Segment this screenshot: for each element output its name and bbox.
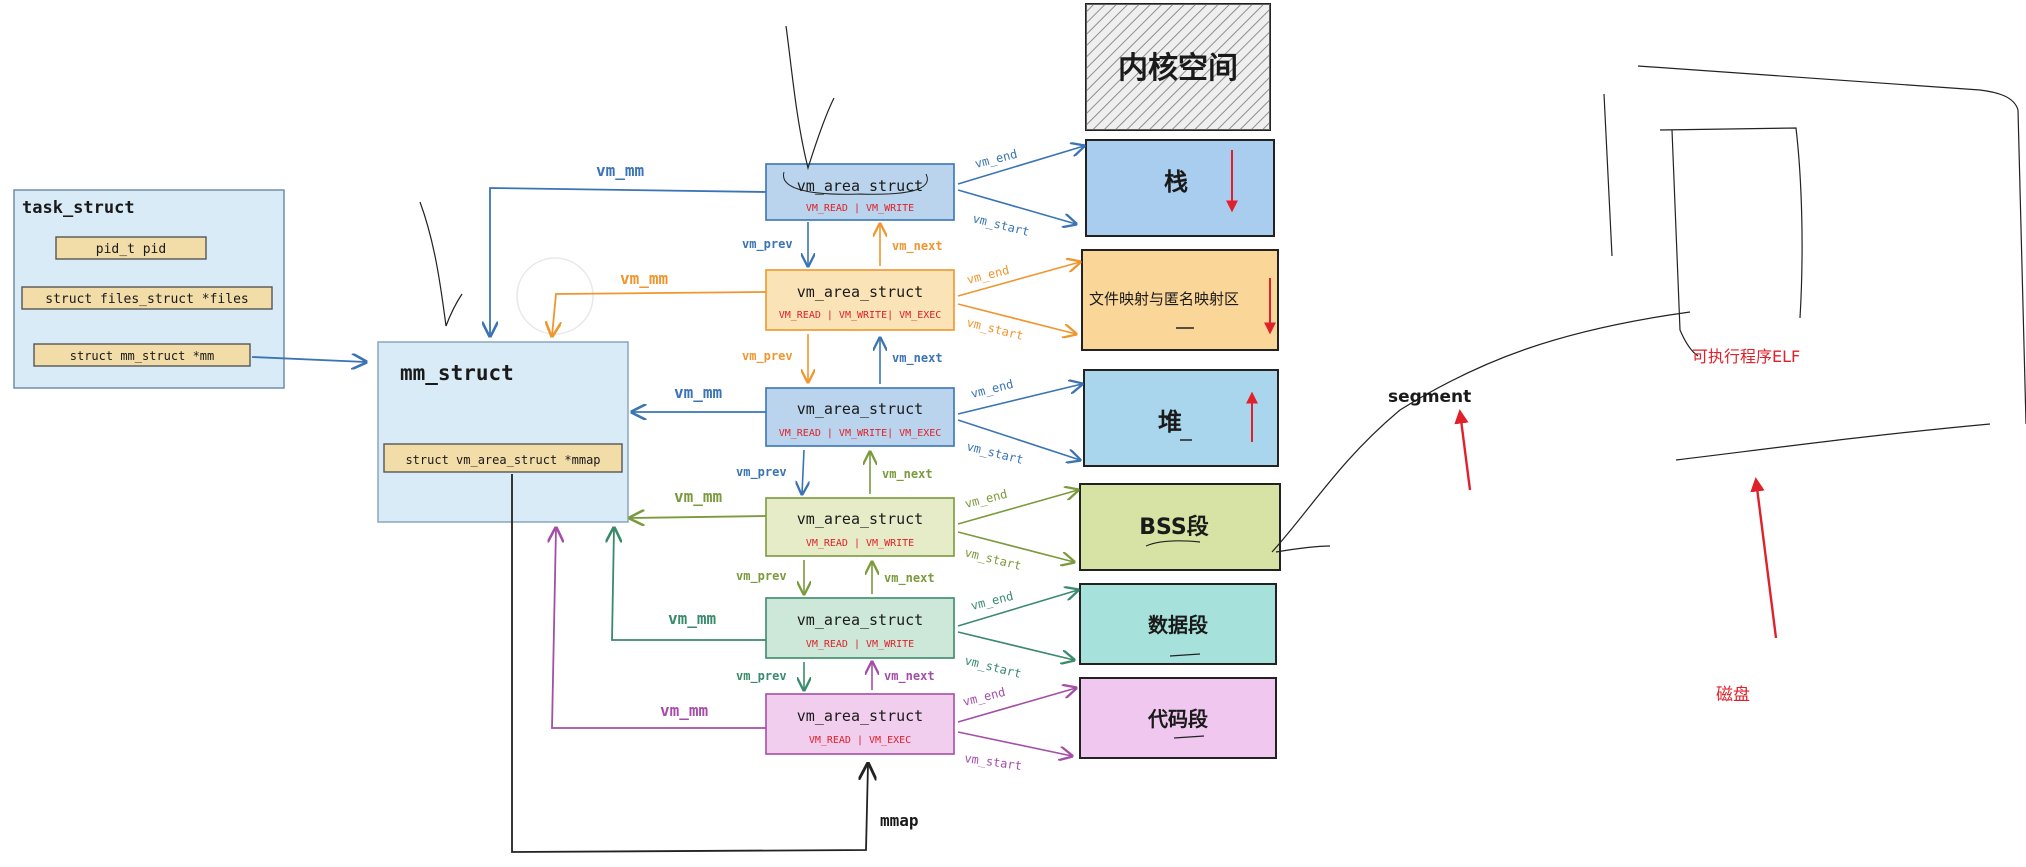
prev-next-1: vm_prev vm_next <box>742 222 943 266</box>
vma-2-title: vm_area_struct <box>797 283 923 301</box>
data-region: 数据段 <box>1079 583 1277 665</box>
bss-region: BSS段 <box>1079 483 1281 571</box>
vma-4-title: vm_area_struct <box>797 510 923 528</box>
range-arrows-6: vm_end vm_start <box>957 685 1076 773</box>
task-struct-title: task_struct <box>22 198 135 218</box>
vm-mm-label-3: vm_mm <box>674 383 723 402</box>
code-region: 代码段 <box>1079 677 1277 759</box>
vma-1-flags: VM_READ | VM_WRITE <box>806 203 914 214</box>
vma-5-flags: VM_READ | VM_WRITE <box>806 639 914 650</box>
mmap-region: 文件映射与匿名映射区 <box>1081 249 1279 351</box>
vm-mm-label-1: vm_mm <box>596 161 645 180</box>
vm-end-label-3: vm_end <box>969 377 1014 401</box>
range-arrows-4: vm_end vm_start <box>957 487 1078 573</box>
vm-end-label-6: vm_end <box>961 685 1006 709</box>
vm-start-label-6: vm_start <box>964 751 1023 773</box>
vma-3-title: vm_area_struct <box>797 400 923 418</box>
vma-5: vm_area_struct VM_READ | VM_WRITE <box>765 597 955 659</box>
vma-4-flags: VM_READ | VM_WRITE <box>806 538 914 549</box>
vm-mm-arrow-6 <box>552 528 766 729</box>
elf-file-sketch <box>1603 65 2026 461</box>
range-arrows-5: vm_end vm_start <box>957 589 1078 681</box>
vm-next-label-2: vm_next <box>892 351 943 366</box>
prev-next-3: vm_prev vm_next <box>736 449 933 494</box>
segment-mapping-line <box>1271 311 1691 553</box>
sketch-mark <box>419 201 463 327</box>
vm-next-label-3: vm_next <box>882 467 933 482</box>
heap-region: 堆 <box>1083 369 1279 467</box>
vm-end-label-4: vm_end <box>963 487 1008 511</box>
task-struct-box: task_struct pid_t pid struct files_struc… <box>13 189 285 389</box>
mmap-arrow <box>511 474 868 853</box>
segment-label: segment <box>1388 387 1471 407</box>
mm-struct-box: mm_struct struct vm_area_struct *mmap <box>377 341 629 523</box>
vm-prev-label-5: vm_prev <box>736 669 787 684</box>
vm-mm-label-5: vm_mm <box>668 609 717 628</box>
vm-mm-label-4: vm_mm <box>674 487 723 506</box>
vm-prev-label-4: vm_prev <box>736 569 787 584</box>
vma-3: vm_area_struct VM_READ | VM_WRITE| VM_EX… <box>765 387 955 447</box>
vma-1-title: vm_area_struct <box>797 177 923 195</box>
vma-4: vm_area_struct VM_READ | VM_WRITE <box>765 497 955 557</box>
bss-label: BSS段 <box>1139 514 1208 540</box>
code-segment-label: 代码段 <box>1147 707 1208 731</box>
mm-field-mmap: struct vm_area_struct *mmap <box>405 453 600 467</box>
disk-pointer-arrow <box>1750 477 1778 639</box>
vma-2: vm_area_struct VM_READ | VM_WRITE| VM_EX… <box>765 269 955 331</box>
vm-next-label-5: vm_next <box>884 669 935 684</box>
mm-struct-title: mm_struct <box>400 361 514 385</box>
task-to-mm-arrow <box>251 357 366 362</box>
range-arrows-1: vm_end vm_start <box>957 146 1084 239</box>
stack-region: 栈 <box>1085 139 1275 237</box>
vm-mm-arrow-5 <box>612 528 766 641</box>
sketch-underline <box>783 171 928 195</box>
vm-prev-label-3: vm_prev <box>736 465 787 480</box>
vma-1: vm_area_struct VM_READ | VM_WRITE <box>765 163 955 221</box>
range-arrows-3: vm_end vm_start <box>957 377 1082 467</box>
vm-mm-label-6: vm_mm <box>660 701 709 720</box>
prev-next-5: vm_prev vm_next <box>736 662 935 690</box>
vm-mm-arrow-2 <box>552 291 767 336</box>
task-field-mm: struct mm_struct *mm <box>70 349 215 363</box>
range-arrows-2: vm_end vm_start <box>957 262 1080 343</box>
vm-start-label-5: vm_start <box>963 653 1022 681</box>
vm-prev-label-2: vm_prev <box>742 349 793 364</box>
mmap-label: mmap <box>880 811 919 830</box>
vma-3-flags: VM_READ | VM_WRITE| VM_EXEC <box>779 428 942 439</box>
vm-next-label-4: vm_next <box>884 571 935 586</box>
vm-mm-label-2: vm_mm <box>620 269 669 288</box>
vm-start-label-3: vm_start <box>965 439 1024 467</box>
prev-next-4: vm_prev vm_next <box>736 560 935 594</box>
task-field-files: struct files_struct *files <box>45 292 249 307</box>
task-field-pid: pid_t pid <box>96 242 166 257</box>
segment-pointer-arrow <box>1454 409 1472 491</box>
vma-5-title: vm_area_struct <box>797 611 923 629</box>
kernel-space-label: 内核空间 <box>1118 51 1238 86</box>
sketch-mark <box>785 25 835 171</box>
heap-label: 堆 <box>1158 408 1182 436</box>
vma-2-flags: VM_READ | VM_WRITE| VM_EXEC <box>779 310 942 321</box>
vm-mm-arrow-1 <box>490 187 767 336</box>
vm-end-label-5: vm_end <box>969 589 1014 613</box>
kernel-space-box: 内核空间 <box>1085 3 1271 131</box>
vm-mm-arrow-4 <box>630 516 767 518</box>
vma-6-title: vm_area_struct <box>797 707 923 725</box>
stack-label: 栈 <box>1164 168 1188 196</box>
mmap-region-label: 文件映射与匿名映射区 <box>1089 290 1239 308</box>
vm-next-label-1: vm_next <box>892 239 943 254</box>
vm-start-label-4: vm_start <box>963 545 1022 573</box>
elf-label: 可执行程序ELF <box>1692 347 1800 366</box>
vma-6: vm_area_struct VM_READ | VM_EXEC <box>765 693 955 755</box>
vma-6-flags: VM_READ | VM_EXEC <box>809 735 911 746</box>
prev-next-2: vm_prev vm_next <box>742 334 943 384</box>
disk-label: 磁盘 <box>1716 685 1750 705</box>
data-segment-label: 数据段 <box>1148 613 1208 637</box>
vm-start-label-1: vm_start <box>971 211 1030 239</box>
vm-prev-label-1: vm_prev <box>742 237 793 252</box>
